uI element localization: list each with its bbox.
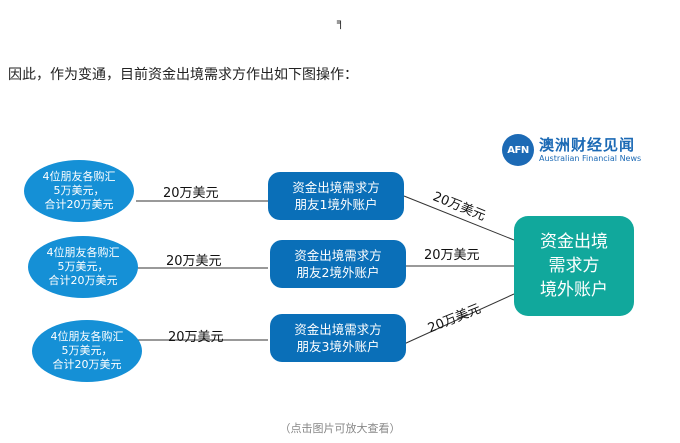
right-amount-2: 20万美元 xyxy=(424,248,480,263)
account-box-3: 资金出境需求方 朋友3境外账户 xyxy=(270,314,406,362)
account-box-1: 资金出境需求方 朋友1境外账户 xyxy=(268,172,404,220)
source-line: 4位朋友各购汇 xyxy=(50,330,124,343)
source-node-2: 4位朋友各购汇 5万美元， 合计20万美元 xyxy=(28,236,138,298)
account-line: 资金出境需求方 xyxy=(292,180,380,195)
source-line: 5万美元， xyxy=(53,184,105,197)
account-line: 朋友3境外账户 xyxy=(296,339,380,354)
image-caption: （点击图片可放大查看） xyxy=(279,422,401,435)
connector-line-4 xyxy=(403,195,515,241)
final-account-box: 资金出境 需求方 境外账户 xyxy=(514,216,634,316)
account-box-2: 资金出境需求方 朋友2境外账户 xyxy=(270,240,406,288)
left-amount-1: 20万美元 xyxy=(163,186,219,201)
account-line: 朋友1境外账户 xyxy=(294,197,378,212)
source-line: 4位朋友各购汇 xyxy=(42,170,116,183)
account-line: 资金出境需求方 xyxy=(294,322,382,337)
account-line: 资金出境需求方 xyxy=(294,248,382,263)
connector-line-6 xyxy=(403,293,515,345)
source-node-3: 4位朋友各购汇 5万美元， 合计20万美元 xyxy=(32,320,142,382)
source-line: 合计20万美元 xyxy=(52,358,122,371)
top-mark: ╕ xyxy=(337,15,345,29)
afn-logo-icon: AFN xyxy=(502,134,534,166)
account-line: 朋友2境外账户 xyxy=(296,265,380,280)
final-line: 资金出境 xyxy=(540,232,608,252)
logo-english-name: Australian Financial News xyxy=(539,153,642,163)
left-amount-2: 20万美元 xyxy=(166,254,222,269)
afn-logo: AFN 澳洲财经见闻 Australian Financial News xyxy=(502,134,641,166)
final-line: 需求方 xyxy=(548,256,600,276)
logo-chinese-name: 澳洲财经见闻 xyxy=(539,135,636,154)
source-line: 5万美元， xyxy=(61,344,113,357)
source-line: 合计20万美元 xyxy=(48,274,118,287)
source-node-1: 4位朋友各购汇 5万美元， 合计20万美元 xyxy=(24,160,134,222)
intro-paragraph: 因此，作为变通，目前资金出境需求方作出如下图操作： xyxy=(8,67,358,83)
left-amount-3: 20万美元 xyxy=(168,330,224,345)
source-line: 5万美元， xyxy=(57,260,109,273)
source-line: 4位朋友各购汇 xyxy=(46,246,120,259)
final-line: 境外账户 xyxy=(540,280,608,300)
source-line: 合计20万美元 xyxy=(44,198,114,211)
